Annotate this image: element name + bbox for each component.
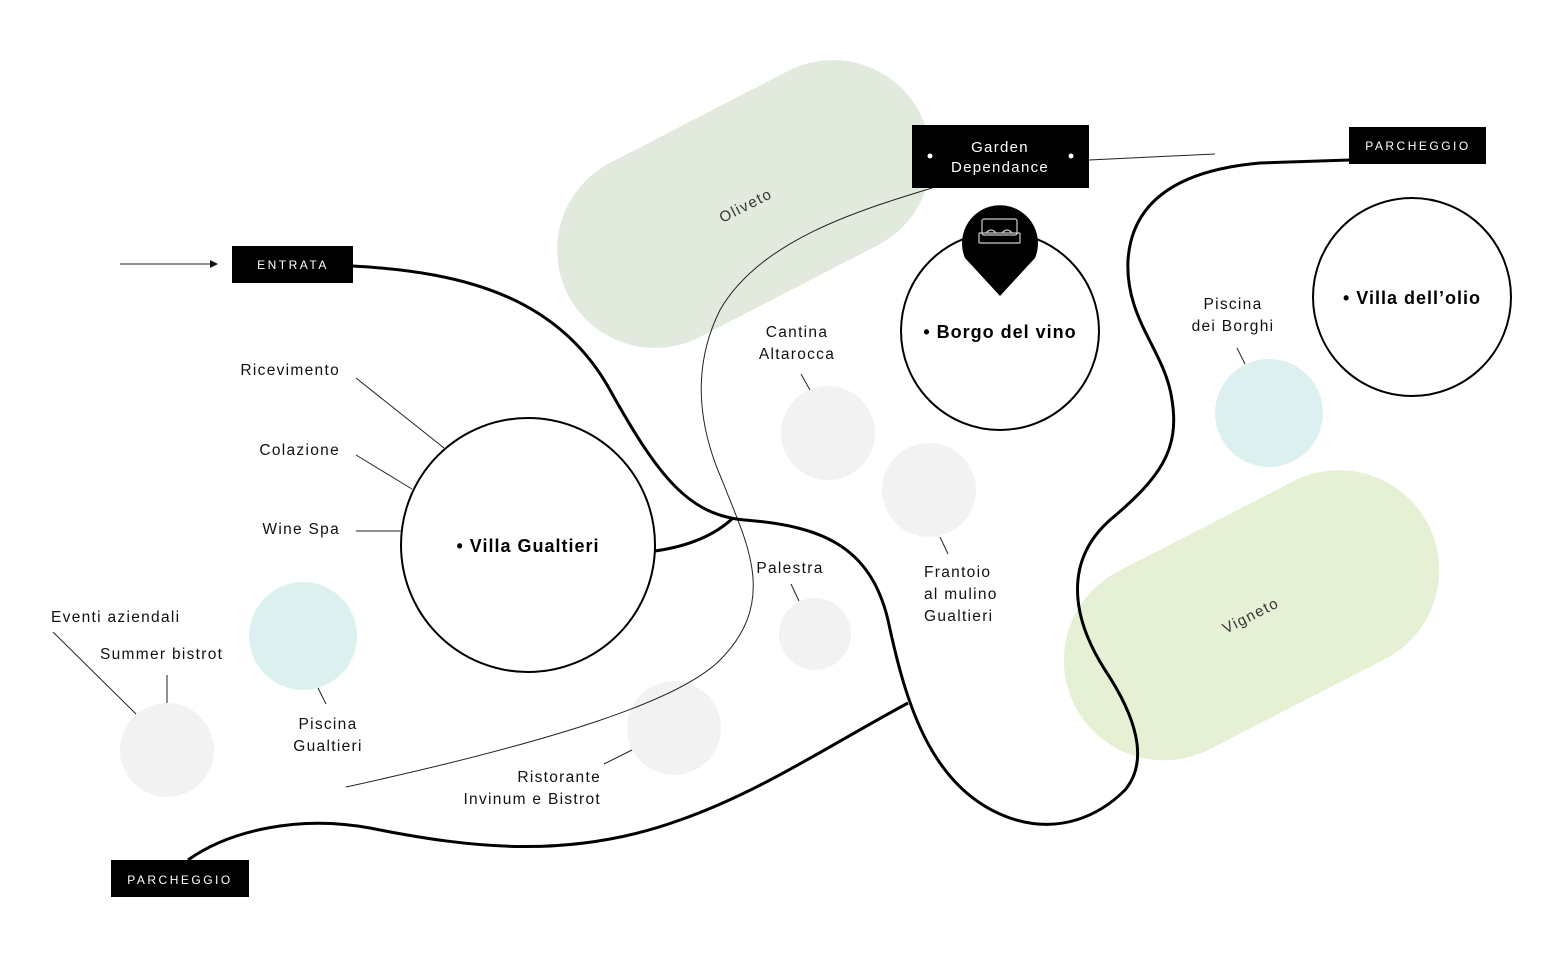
poi-palestra[interactable] <box>779 598 851 670</box>
leader-colazione <box>355 454 413 490</box>
label-eventi: Eventi aziendali <box>51 609 180 626</box>
label-frantoio3: Gualtieri <box>924 608 993 625</box>
label-colazione: Colazione <box>259 442 340 459</box>
svg-text:PARCHEGGIO: PARCHEGGIO <box>127 873 232 887</box>
poi-piscina-borghi[interactable] <box>1215 359 1323 467</box>
label-ristorante2: Invinum e Bistrot <box>463 791 601 808</box>
accommodation-pin[interactable] <box>962 205 1038 296</box>
label-cantina2: Altarocca <box>759 346 835 363</box>
villa-olio[interactable] <box>1312 197 1512 397</box>
poi-eventi[interactable] <box>120 703 214 797</box>
label-summer: Summer bistrot <box>100 646 223 663</box>
south-road <box>187 701 909 862</box>
poi-piscina-gualtieri[interactable] <box>249 582 357 690</box>
label-ricevimento: Ricevimento <box>240 362 340 379</box>
label-palestra: Palestra <box>756 560 823 577</box>
svg-text:PARCHEGGIO: PARCHEGGIO <box>1365 139 1470 153</box>
leader-ricevimento <box>355 377 445 449</box>
label-cantina1: Cantina <box>766 324 829 341</box>
label-wine-spa: Wine Spa <box>262 521 340 538</box>
villa-olio-label: • Villa dell’olio <box>1343 288 1481 308</box>
label-ristorante1: Ristorante <box>517 769 601 786</box>
svg-text:Garden: Garden <box>971 139 1029 156</box>
leader-piscina-g <box>317 687 327 705</box>
poi-ristorante[interactable] <box>627 681 721 775</box>
villa-gualtieri[interactable] <box>400 417 656 673</box>
garden-connector <box>1088 153 1216 161</box>
label-piscina-b1: Piscina <box>1203 296 1262 313</box>
leader-eventi <box>52 631 137 715</box>
leader-piscina-b <box>1236 347 1246 365</box>
entrata-tag[interactable]: ENTRATA <box>232 246 353 283</box>
vigneto-area[interactable] <box>1029 436 1474 795</box>
label-piscina-b2: dei Borghi <box>1192 318 1275 335</box>
leader-cantina <box>800 373 811 391</box>
villa-gualtieri-label: • Villa Gualtieri <box>456 536 599 556</box>
leader-ristorante <box>603 749 633 765</box>
arrow-head-icon <box>210 260 218 268</box>
borgo-del-vino-label: • Borgo del vino <box>923 322 1076 342</box>
bed-icon <box>978 218 1021 244</box>
svg-text:ENTRATA: ENTRATA <box>257 258 329 272</box>
main-road <box>351 158 1351 826</box>
footpath <box>345 187 933 788</box>
svg-text:Dependance: Dependance <box>951 159 1049 176</box>
poi-cantina[interactable] <box>781 386 875 480</box>
parcheggio-bottom-tag[interactable]: PARCHEGGIO <box>111 860 249 897</box>
oliveto-area[interactable] <box>523 26 965 382</box>
label-piscina-g1: Piscina <box>298 716 357 733</box>
leader-palestra <box>790 583 800 602</box>
label-piscina-g2: Gualtieri <box>293 738 362 755</box>
villa-branch <box>654 516 735 553</box>
garden-dependance-tag[interactable]: Garden Dependance <box>912 125 1089 188</box>
leader-frantoio <box>939 536 949 555</box>
parcheggio-top-tag[interactable]: PARCHEGGIO <box>1349 127 1486 164</box>
label-frantoio1: Frantoio <box>924 564 991 581</box>
poi-frantoio[interactable] <box>882 443 976 537</box>
label-frantoio2: al mulino <box>924 586 998 603</box>
